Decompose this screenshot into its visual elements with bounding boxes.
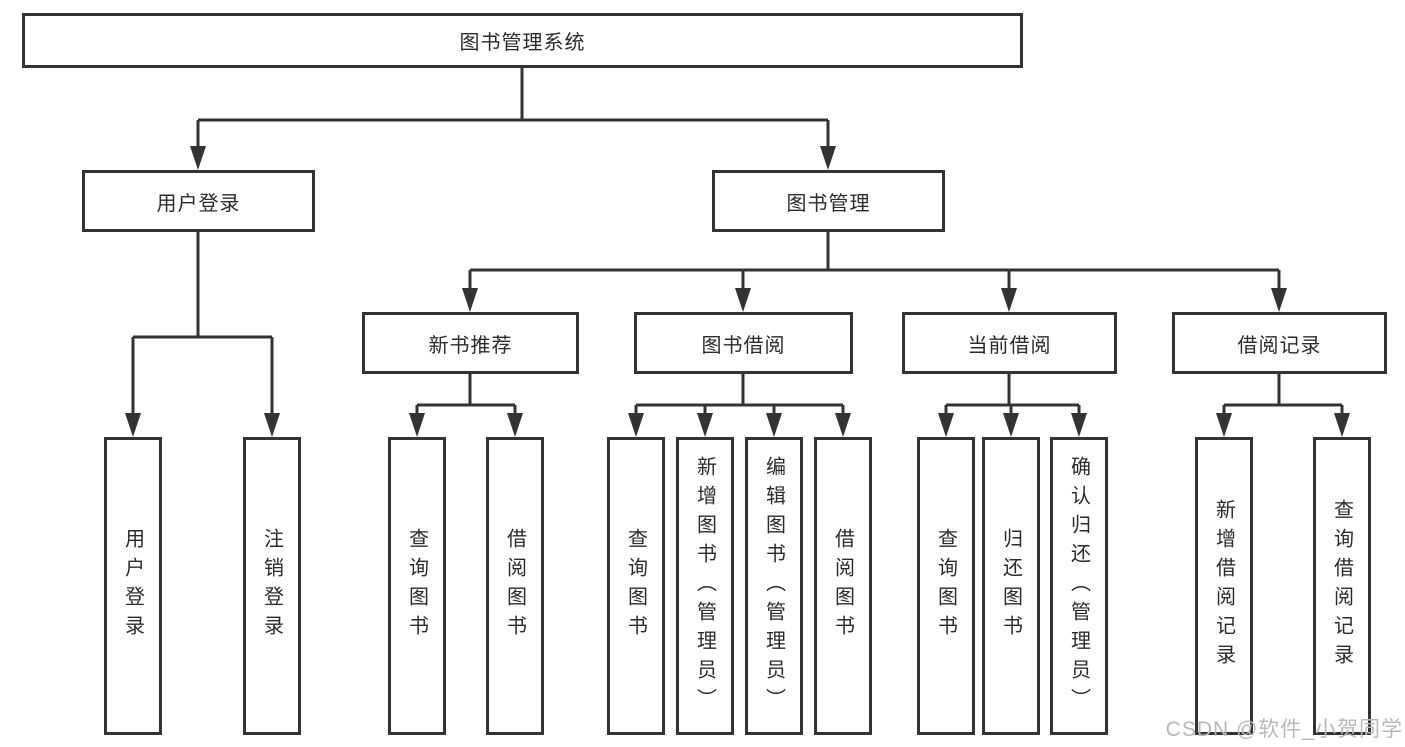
node-current-borrowing: 当前借阅 [902, 312, 1117, 374]
leaf-confirm-return-admin: 确认归还（管理员） [1050, 437, 1108, 735]
node-book-management: 图书管理 [712, 170, 945, 232]
leaf-add-borrow-record: 新增借阅记录 [1195, 437, 1253, 735]
leaf-borrow-books-under-borrowing: 借阅图书 [814, 437, 872, 735]
leaf-add-books-admin: 新增图书（管理员） [676, 437, 734, 735]
leaf-return-books: 归还图书 [982, 437, 1040, 735]
node-borrowing-records: 借阅记录 [1172, 312, 1387, 374]
leaf-logout: 注销登录 [243, 437, 301, 735]
leaf-borrow-books-under-recommendation: 借阅图书 [486, 437, 544, 735]
arrowhead-icons [125, 146, 1350, 437]
leaf-user-login: 用户登录 [104, 437, 162, 735]
node-new-book-recommendation: 新书推荐 [362, 312, 579, 374]
leaf-edit-books-admin: 编辑图书（管理员） [745, 437, 803, 735]
leaf-query-books-under-current: 查询图书 [917, 437, 975, 735]
node-book-borrowing: 图书借阅 [634, 312, 853, 374]
leaf-query-books-under-recommendation: 查询图书 [388, 437, 446, 735]
node-user-login: 用户登录 [82, 170, 315, 232]
watermark: CSDN @软件_小贺同学 [1165, 718, 1403, 741]
leaf-query-books-under-borrowing: 查询图书 [607, 437, 665, 735]
node-library-management-system: 图书管理系统 [22, 13, 1023, 68]
leaf-query-borrow-record: 查询借阅记录 [1313, 437, 1371, 735]
